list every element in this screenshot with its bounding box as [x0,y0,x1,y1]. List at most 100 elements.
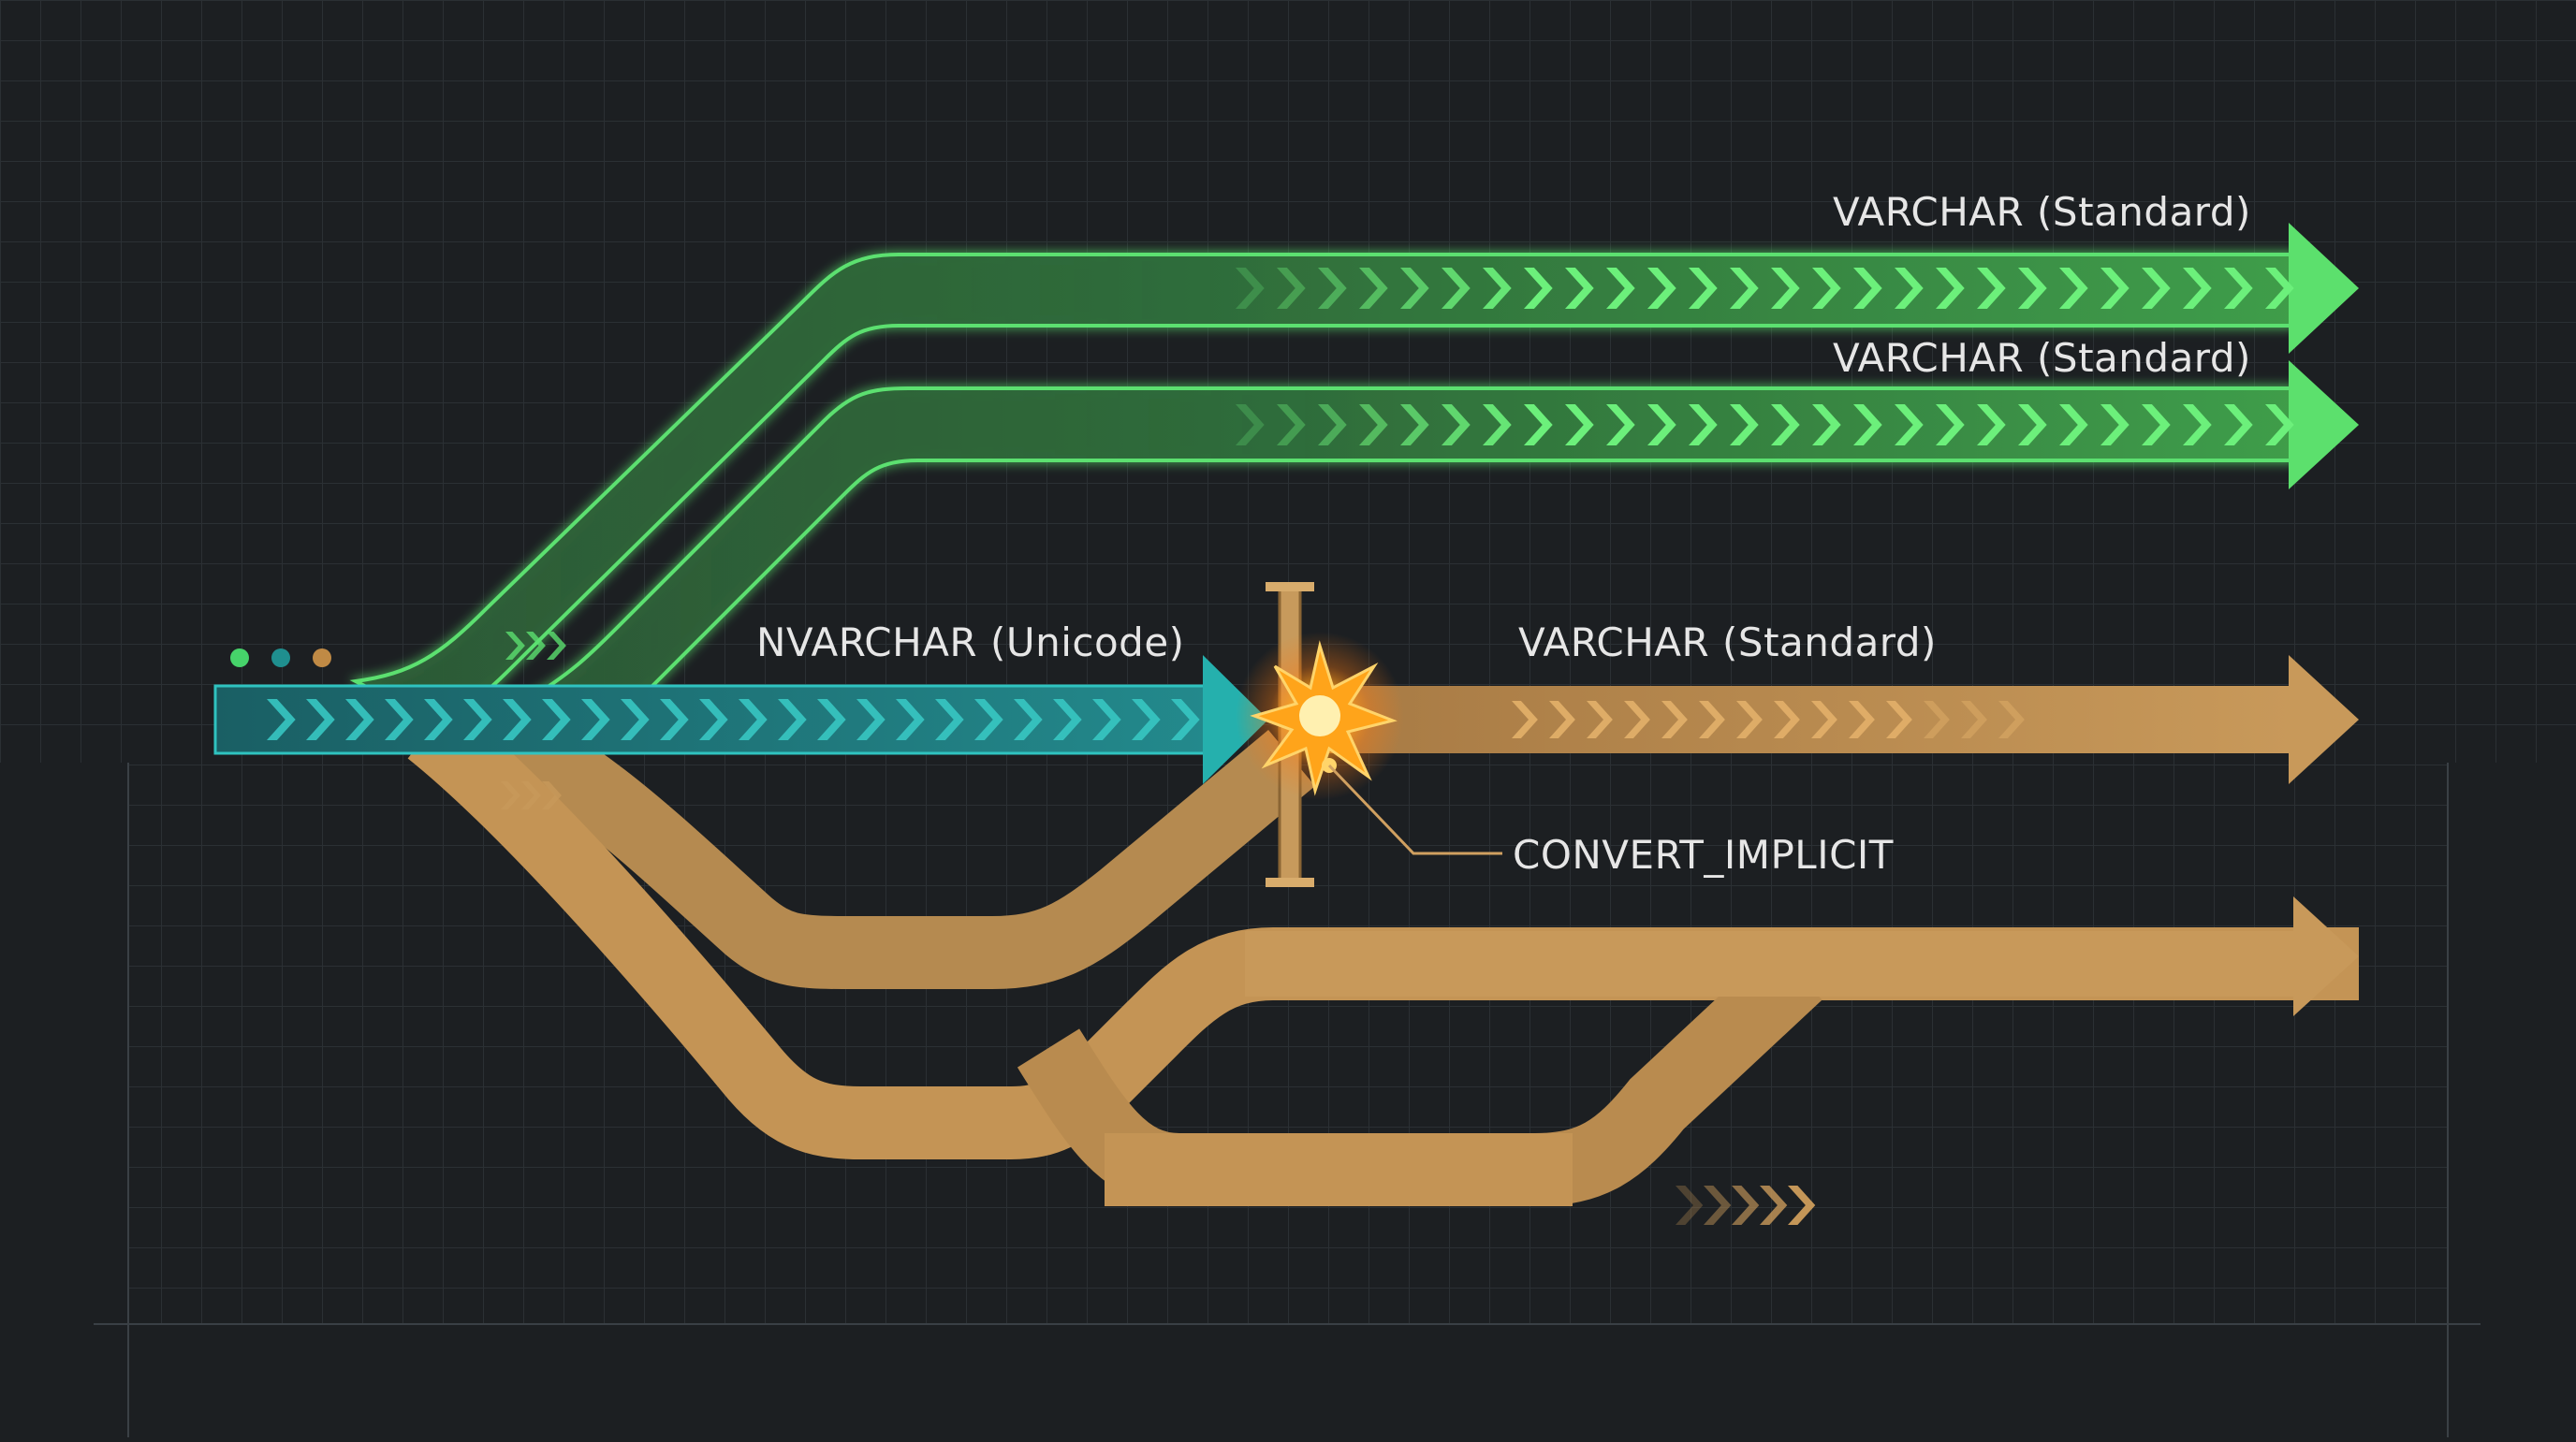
chevron-right-icon [1676,1186,1816,1225]
callout-leader [1327,764,1502,855]
green-arrow-head-2 [2289,360,2359,489]
chevron-mark [1886,701,1912,738]
input-arrow-head [1203,655,1268,784]
chevron-mark [1760,1186,1788,1225]
chevron-mark [542,699,571,740]
chevron-mark [1277,268,1306,309]
spark-burst-icon [1236,632,1404,800]
chevron-mark [1565,268,1594,309]
barrier-cap-top [1266,582,1314,591]
chevron-mark [1647,404,1676,445]
chevron-mark [1624,701,1650,738]
chevron-mark [1689,404,1718,445]
chevron-mark [1736,701,1763,738]
green-arrow-head-1 [2289,223,2359,354]
chevron-mark [2224,404,2253,445]
chevron-mark [385,699,414,740]
chevron-mark [1549,701,1575,738]
chevron-mark [2142,404,2171,445]
chevron-mark [1512,701,1538,738]
converted-output-route [1310,655,2359,784]
chevron-mark [935,699,964,740]
chevron-mark [1442,268,1471,309]
chevron-mark [1483,404,1512,445]
chevron-mark [1565,404,1594,445]
converted-output-band [1310,686,2293,753]
chevron-right-icon [1236,404,2294,445]
chevron-mark [1606,404,1635,445]
status-dot-green [230,648,249,667]
chevron-mark [526,632,546,660]
chevron-mark [503,699,532,740]
chevron-mark [463,699,492,740]
chevron-mark [1774,701,1800,738]
chevron-mark [1676,1186,1704,1225]
chevron-mark [1849,701,1875,738]
chevron-right-icon [501,781,562,809]
chevron-mark [621,699,650,740]
chevron-mark [1961,701,1987,738]
amber-lower-band [1245,931,2298,997]
chevron-mark [1936,268,1965,309]
green-route-network [349,223,2359,742]
amber-arrow-head-lower [2293,896,2359,1016]
chevron-mark [1730,268,1759,309]
chevron-mark [1704,1186,1732,1225]
chevron-mark [1732,1186,1760,1225]
converted-output-arrow-head [2289,655,2359,784]
status-dot-teal [271,648,290,667]
chevron-mark [2224,268,2253,309]
chevron-mark [1014,699,1043,740]
chevron-mark [1524,268,1553,309]
chevron-mark [1977,268,2006,309]
chevron-mark [1977,404,2006,445]
chevron-mark [267,699,296,740]
chevron-mark [1853,268,1882,309]
chevron-mark [1730,404,1759,445]
chevron-mark [1359,268,1388,309]
top-output-1-label: VARCHAR (Standard) [1833,189,2251,235]
chevron-right-icon [267,699,1200,740]
input-label: NVARCHAR (Unicode) [756,619,1185,665]
chevron-mark [505,632,525,660]
chevron-mark [2183,268,2212,309]
chevron-mark [1318,404,1347,445]
chevron-mark [2018,268,2047,309]
chevron-mark [699,699,728,740]
chevron-mark [817,699,846,740]
status-indicator-group [230,648,331,667]
chevron-right-icon [1236,268,2294,309]
chevron-mark [739,699,768,740]
chevron-mark [1771,404,1800,445]
chevron-mark [1442,404,1471,445]
amber-route-network [407,695,2359,1225]
chevron-mark [2059,404,2088,445]
chevron-mark [1689,268,1718,309]
chevron-mark [1812,268,1841,309]
chevron-mark [1924,701,1950,738]
chevron-mark [2265,404,2294,445]
chevron-mark [2100,404,2130,445]
chevron-mark [1998,701,2025,738]
chevron-mark [424,699,453,740]
chevron-mark [778,699,807,740]
conversion-callout [1322,758,1502,855]
chevron-mark [1483,268,1512,309]
chevron-mark [2265,268,2294,309]
chevron-mark [1936,404,1965,445]
chevron-mark [1236,404,1265,445]
barrier-cap-bottom [1266,878,1314,887]
input-route [213,655,1268,784]
chevron-mark [1236,268,1265,309]
chevron-mark [1092,699,1121,740]
chevron-mark [1318,268,1347,309]
chevron-mark [542,781,562,809]
chevron-mark [1699,701,1725,738]
chevron-mark [2183,404,2212,445]
chevron-mark [1812,404,1841,445]
chevron-mark [1359,404,1388,445]
chevron-mark [306,699,335,740]
chevron-mark [345,699,374,740]
